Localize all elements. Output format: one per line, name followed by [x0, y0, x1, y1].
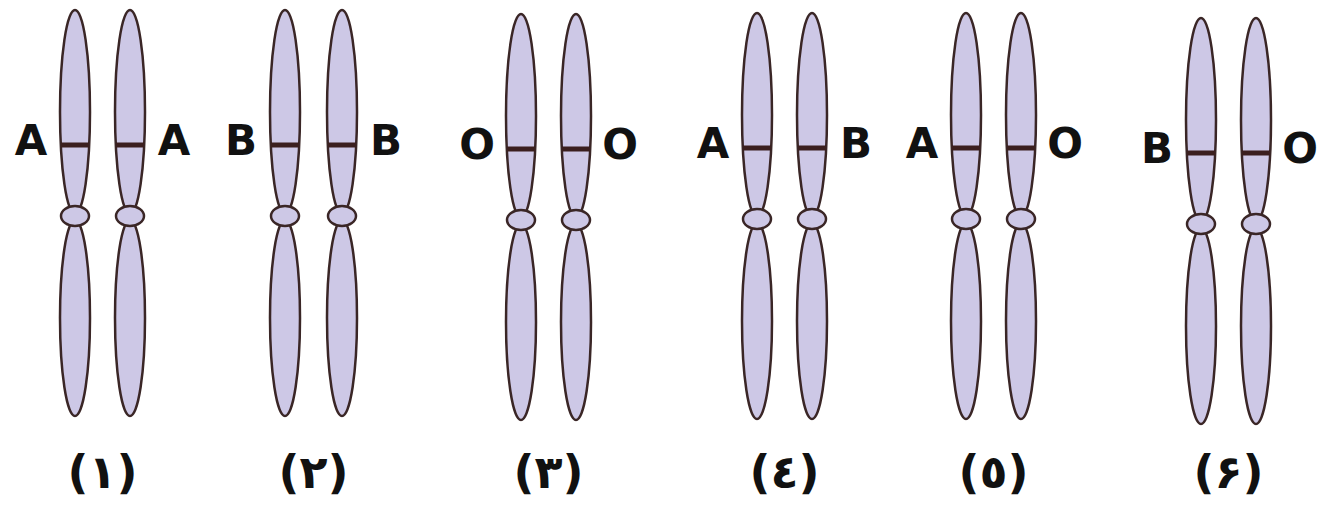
- allele-label: O: [1047, 123, 1083, 165]
- chromosome: [60, 10, 90, 416]
- allele-label: B: [1141, 128, 1173, 170]
- chromosome: [1241, 18, 1271, 424]
- allele-label: A: [906, 123, 939, 165]
- chromosome: [270, 10, 300, 416]
- chromosome: [1006, 13, 1036, 419]
- allele-label: B: [370, 120, 402, 162]
- pair-number: (۶): [1193, 449, 1263, 495]
- chromosome: [797, 13, 827, 419]
- allele-label: B: [225, 120, 257, 162]
- chromosome: [951, 13, 981, 419]
- chromosome: [742, 13, 772, 419]
- pair-number: (٣): [513, 449, 583, 495]
- allele-label: B: [840, 123, 872, 165]
- pair-number: (٤): [749, 449, 819, 495]
- chromosome: [1186, 18, 1216, 424]
- chromosome: [327, 10, 357, 416]
- chromosome: [561, 14, 591, 420]
- allele-label: A: [697, 123, 730, 165]
- allele-label: O: [459, 124, 495, 166]
- chromosome: [115, 10, 145, 416]
- allele-label: A: [15, 120, 48, 162]
- allele-label: O: [1282, 128, 1318, 170]
- chromosome: [506, 14, 536, 420]
- allele-label: A: [158, 120, 191, 162]
- pair-number: (١): [67, 449, 137, 495]
- pair-number: (٥): [958, 449, 1028, 495]
- pair-number: (٢): [278, 449, 348, 495]
- allele-label: O: [602, 124, 638, 166]
